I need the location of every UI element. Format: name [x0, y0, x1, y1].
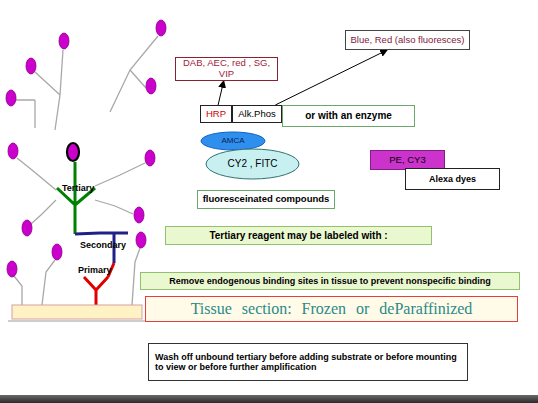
label-oval [52, 244, 62, 260]
bottom-strip [0, 395, 538, 403]
node-text: Tertiary reagent may be labeled with : [209, 230, 387, 242]
antibody-line [132, 248, 140, 305]
antibody-line [110, 36, 158, 112]
label-oval [8, 143, 18, 159]
dye-box: PE, CY3 [370, 150, 445, 170]
result-box: Blue, Red (also fluoresces) [345, 30, 470, 50]
node-text: or with an enzyme [305, 110, 392, 122]
antibody-line [95, 163, 145, 186]
node-text: HRP [206, 109, 226, 120]
part-label: Secondary [80, 240, 126, 250]
tertiary-label-oval [67, 143, 79, 161]
label-ovals [6, 20, 166, 277]
arrow-connector [275, 50, 387, 105]
node-text: CY2 , FITC [227, 158, 277, 170]
dye-ellipse: CY2 , FITC [205, 148, 300, 180]
gray-antibodies [14, 36, 158, 305]
arrow-connector [218, 81, 224, 105]
dye-box: Alexa dyes [405, 168, 500, 190]
ellipse-shape [201, 132, 265, 150]
connector-line [275, 50, 387, 105]
node-text: Tissue section: Frozen or deParaffinized [191, 300, 473, 318]
label-oval [22, 220, 32, 236]
antibody-line [31, 200, 56, 224]
label-oval [59, 33, 69, 49]
part-label: Primary [78, 265, 112, 275]
node-text: Wash off unbound tertiary before adding … [155, 352, 461, 373]
tertiary-antibody [57, 162, 95, 234]
antibody-line [15, 100, 35, 128]
label-oval [26, 58, 36, 74]
enzyme-box: HRP [200, 105, 232, 123]
secondary-antibody [75, 233, 128, 263]
note-box: Tertiary reagent may be labeled with : [165, 226, 432, 245]
antibody-line [35, 50, 63, 130]
part-label: Tertiary [62, 183, 94, 193]
note-box: or with an enzyme [282, 105, 415, 127]
node-text: PE, CY3 [389, 155, 425, 166]
label-oval [134, 207, 144, 223]
label-oval [156, 20, 166, 36]
antibody-line [17, 158, 56, 190]
slide-line [8, 321, 146, 322]
node-text: Alk.Phos [238, 109, 276, 120]
note-box: Wash off unbound tertiary before adding … [148, 343, 468, 381]
antibody-line [95, 200, 133, 214]
node-text: Remove endogenous binding sites in tissu… [169, 276, 491, 286]
note-box: fluoresceinated compounds [197, 190, 335, 209]
enzyme-box: Alk.Phos [232, 105, 282, 123]
tissue-box: Tissue section: Frozen or deParaffinized [145, 296, 518, 322]
connector-line [218, 81, 224, 105]
label-oval [7, 261, 17, 277]
dye-ellipse: AMCA [200, 131, 266, 151]
label-oval [6, 90, 16, 106]
node-text: fluoresceinated compounds [203, 194, 330, 205]
antibody-line [14, 276, 22, 305]
label-oval [145, 150, 155, 166]
label-oval [146, 78, 156, 94]
ellipse-shape [206, 149, 299, 179]
node-text: Alexa dyes [429, 174, 476, 184]
node-text: DAB, AEC, red , SG, VIP [176, 58, 277, 80]
antibody-line [42, 260, 55, 305]
label-oval [136, 232, 146, 248]
substrate-box: DAB, AEC, red , SG, VIP [175, 57, 278, 81]
node-text: Blue, Red (also fluoresces) [350, 35, 464, 46]
tissue-bar [12, 305, 142, 319]
node-text: AMCA [221, 136, 244, 145]
note-box: Remove endogenous binding sites in tissu… [140, 272, 520, 290]
